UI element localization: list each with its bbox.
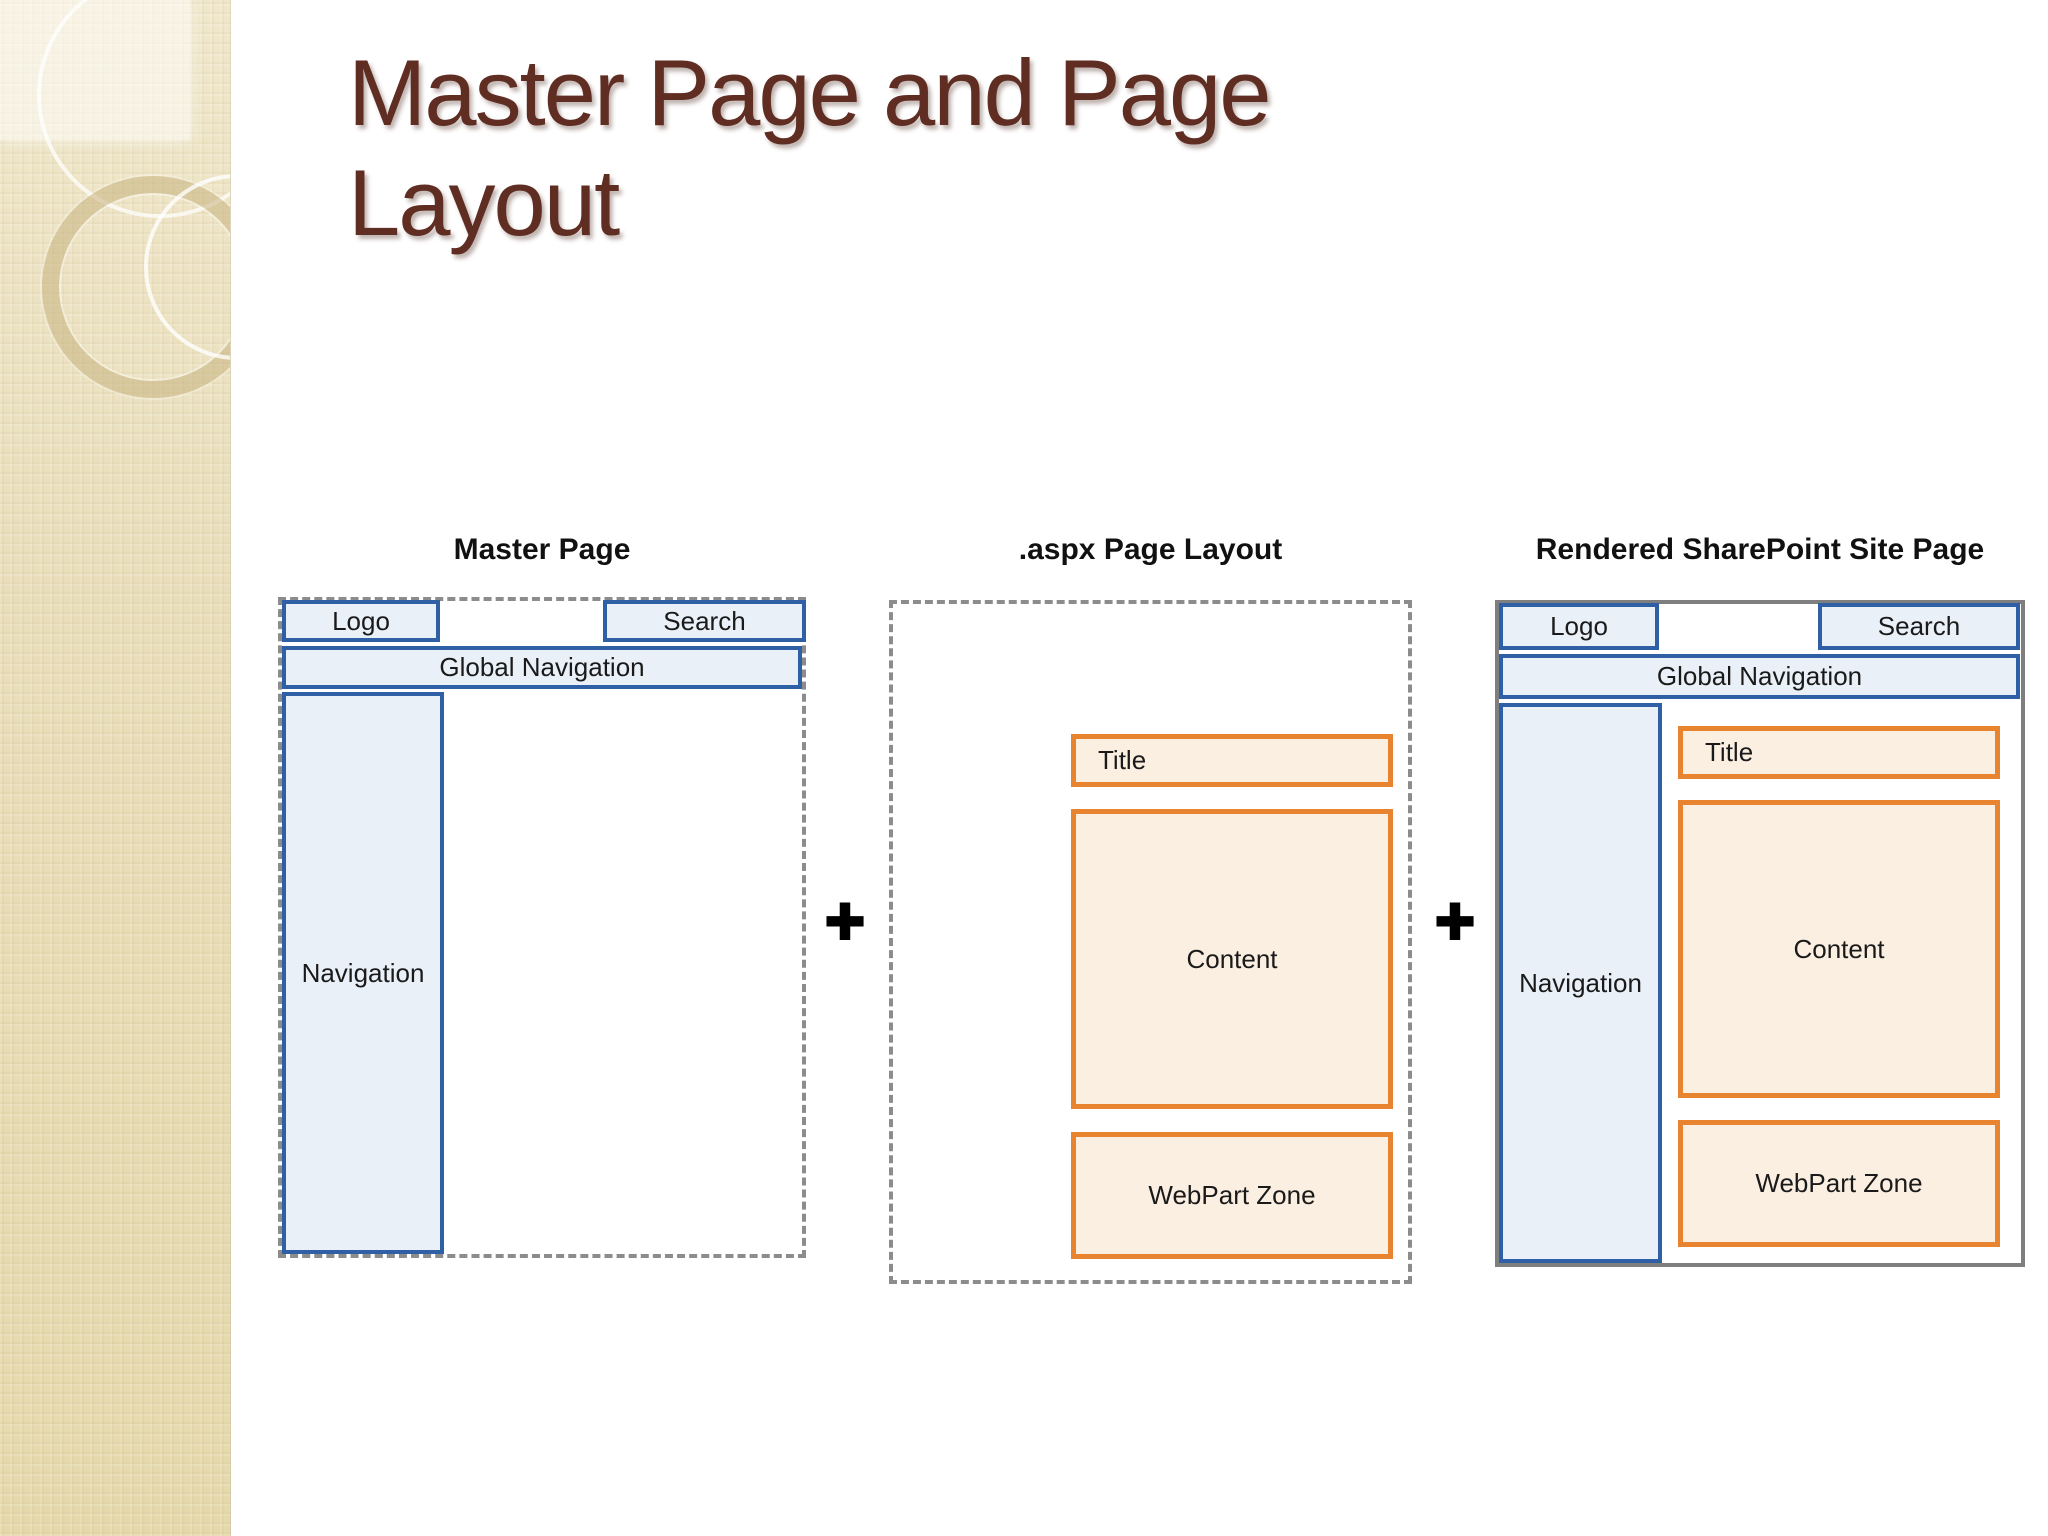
sidebar-decoration	[0, 0, 231, 1536]
master-search-box: Search	[603, 600, 806, 642]
slide-title: Master Page and Page Layout	[348, 40, 1272, 255]
diagram-title-rendered-site-page: Rendered SharePoint Site Page	[1535, 533, 1985, 566]
master-global-navigation-box: Global Navigation	[282, 646, 802, 689]
rendered-webpart-zone-box: WebPart Zone	[1678, 1120, 2000, 1247]
rendered-navigation-box: Navigation	[1499, 703, 1662, 1263]
master-navigation-box: Navigation	[282, 692, 444, 1254]
rendered-content-box: Content	[1678, 800, 2000, 1098]
plus-operator-1: +	[824, 882, 867, 961]
rendered-title-box: Title	[1678, 726, 2000, 779]
rendered-logo-box: Logo	[1499, 603, 1659, 650]
rendered-search-box: Search	[1818, 603, 2020, 650]
rendered-global-navigation-box: Global Navigation	[1499, 654, 2020, 699]
diagram-title-master-page: Master Page	[453, 533, 631, 566]
aspx-webpart-zone-box: WebPart Zone	[1071, 1132, 1393, 1259]
aspx-title-box: Title	[1071, 734, 1393, 787]
diagram-aspx-page-layout: Title Content WebPart Zone	[889, 600, 1412, 1284]
plus-operator-2: +	[1434, 882, 1477, 961]
aspx-content-box: Content	[1071, 809, 1393, 1109]
diagram-master-page: Logo Search Global Navigation Navigation	[278, 597, 806, 1258]
diagram-rendered-site-page: Logo Search Global Navigation Navigation…	[1495, 600, 2025, 1267]
master-logo-box: Logo	[282, 600, 440, 642]
diagram-title-aspx-page-layout: .aspx Page Layout	[1018, 533, 1283, 566]
